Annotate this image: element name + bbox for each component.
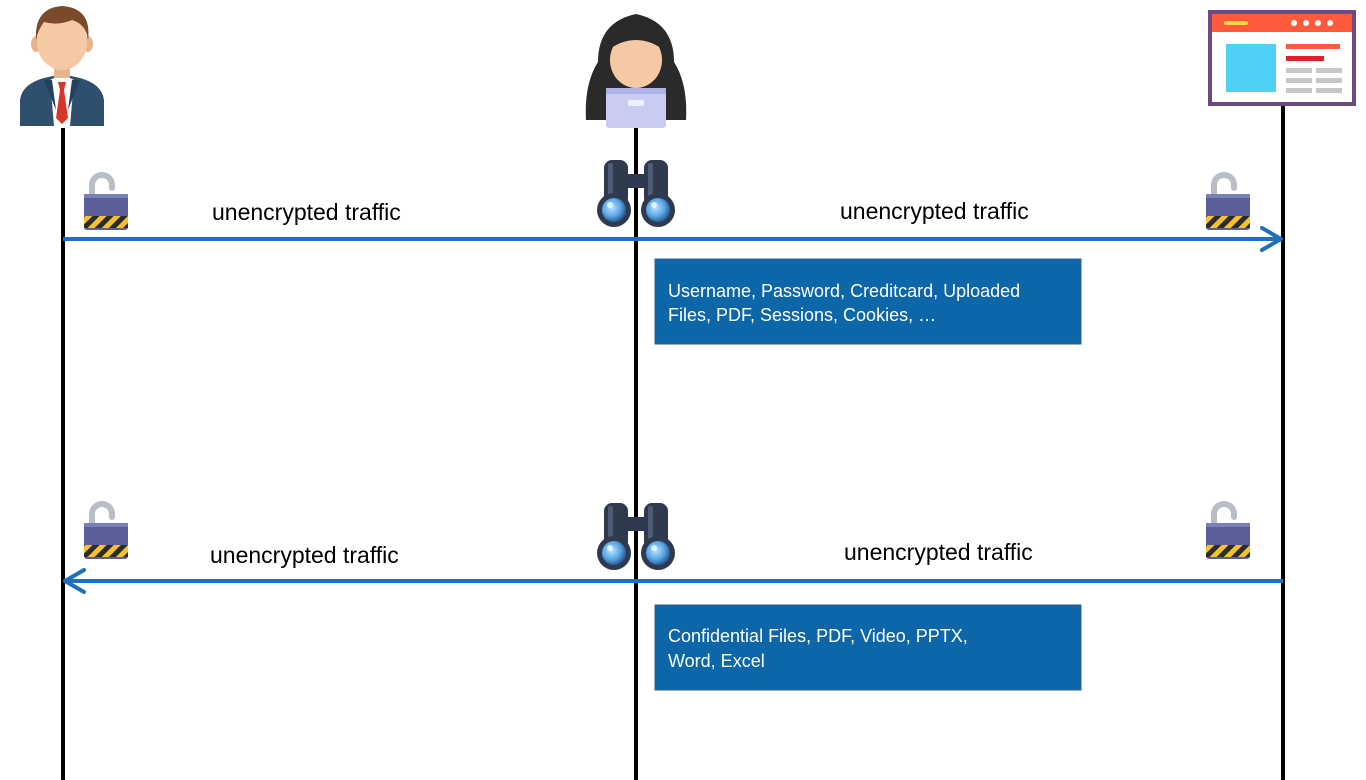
user-actor: [20, 6, 104, 126]
request-right-label: unencrypted traffic: [840, 198, 1029, 224]
response-arrow-head: [63, 568, 86, 594]
businessman-icon: [20, 6, 104, 126]
hacker-icon: [585, 14, 687, 128]
request-message: unencrypted traffic unencrypted traffic …: [63, 160, 1283, 345]
server-actor: [1208, 10, 1356, 106]
open-padlock-icon: [84, 504, 128, 559]
response-right-label: unencrypted traffic: [844, 539, 1033, 565]
request-left-label: unencrypted traffic: [212, 199, 401, 225]
response-left-label: unencrypted traffic: [210, 542, 399, 568]
request-exposed-data-line-1: Username, Password, Creditcard, Uploaded: [668, 281, 1020, 301]
attacker-actor: [585, 14, 687, 128]
request-exposed-data-box: Username, Password, Creditcard, Uploaded…: [654, 258, 1082, 345]
response-exposed-data-box: Confidential Files, PDF, Video, PPTX, Wo…: [654, 604, 1082, 691]
web-page-icon: [1208, 10, 1356, 106]
response-exposed-data-line-2: Word, Excel: [668, 651, 765, 671]
open-padlock-icon: [1206, 175, 1250, 230]
response-message: unencrypted traffic unencrypted traffic …: [63, 503, 1283, 691]
open-padlock-icon: [1206, 504, 1250, 559]
response-exposed-data-line-1: Confidential Files, PDF, Video, PPTX,: [668, 626, 968, 646]
open-padlock-icon: [84, 175, 128, 230]
request-exposed-data-line-2: Files, PDF, Sessions, Cookies, …: [668, 305, 936, 325]
request-arrow-head: [1260, 226, 1283, 252]
